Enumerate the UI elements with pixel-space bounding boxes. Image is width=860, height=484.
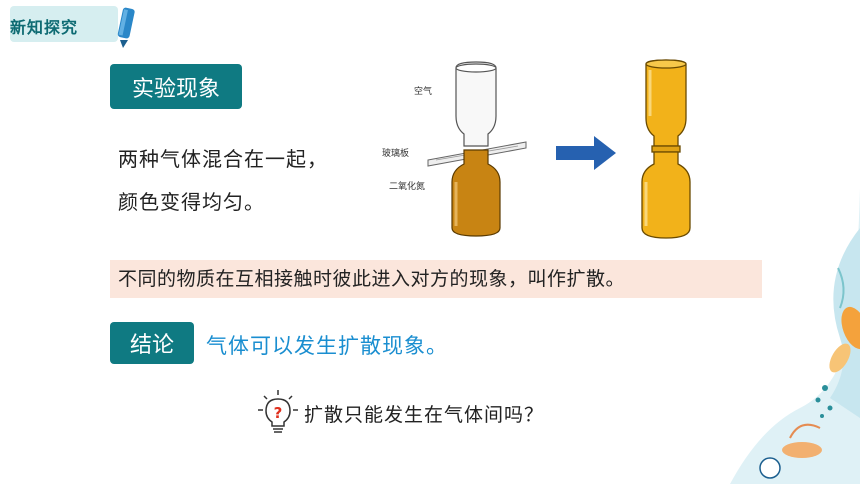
- decorative-corner: [730, 188, 860, 484]
- conclusion-badge: 结论: [110, 322, 194, 364]
- definition-text: 不同的物质在互相接触时彼此进入对方的现象，叫作扩散。: [118, 268, 626, 290]
- definition-highlight: [110, 260, 762, 298]
- air-bottle: [455, 61, 497, 147]
- arrow-right-icon: [556, 136, 616, 170]
- section-tag: [10, 6, 118, 42]
- lightbulb-icon: ?: [258, 390, 298, 433]
- experiment-text-line2: 颜色变得均匀。: [118, 190, 265, 214]
- experiment-badge: 实验现象: [110, 64, 242, 109]
- pen-icon: [117, 7, 135, 48]
- label-no2: 二氧化氮: [389, 182, 426, 192]
- experiment-illustration: [427, 59, 691, 239]
- question-mark: ?: [274, 404, 283, 422]
- question-text: 扩散只能发生在气体间吗？: [304, 404, 545, 426]
- gas-bottle: [451, 149, 501, 237]
- conclusion-text: 气体可以发生扩散现象。: [206, 334, 448, 358]
- label-air: 空气: [414, 87, 433, 97]
- section-tag-label: 新知探究: [10, 18, 79, 37]
- mixed-bottles: [641, 59, 691, 239]
- label-glass: 玻璃板: [382, 149, 410, 159]
- experiment-text-line1: 两种气体混合在一起，: [118, 147, 328, 171]
